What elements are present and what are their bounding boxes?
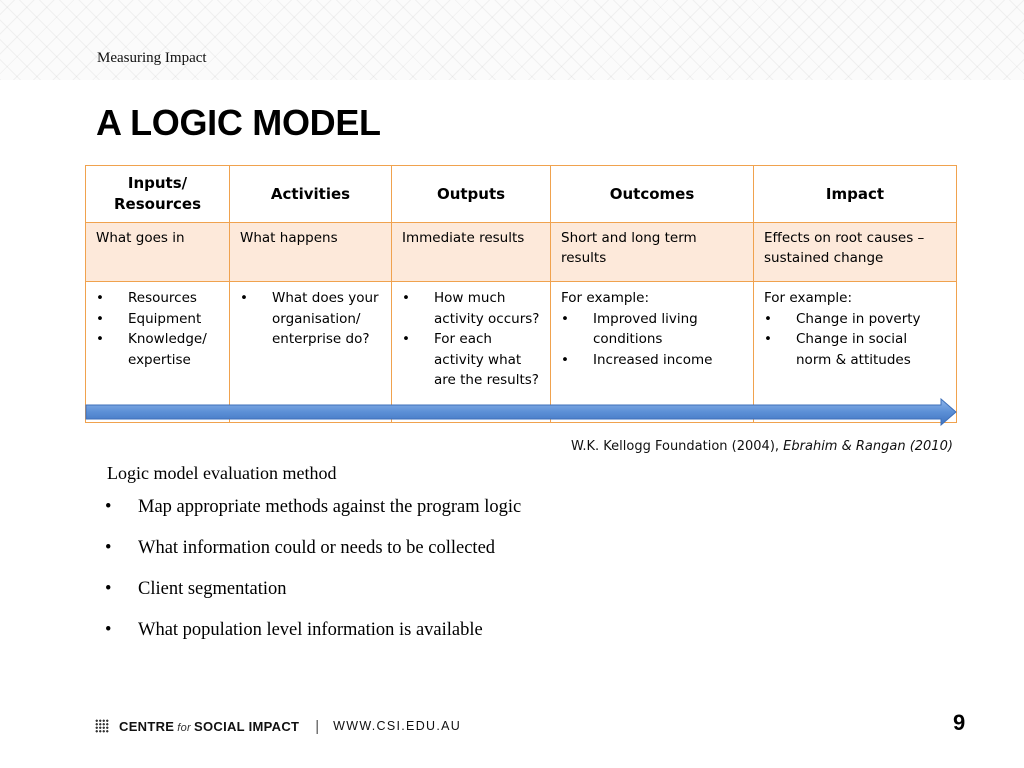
description-activities: What happens	[229, 222, 392, 282]
column-heading-outcomes: Outcomes	[550, 165, 754, 223]
evaluation-title: Logic model evaluation method	[107, 463, 337, 483]
list-item: Change in social norm & attitudes	[764, 329, 946, 370]
list-item: Knowledge/ expertise	[96, 329, 219, 370]
citation: W.K. Kellogg Foundation (2004), Ebrahim …	[571, 439, 953, 454]
citation-italic: Ebrahim & Rangan (2010)	[783, 439, 953, 454]
example-prefix: For example:	[764, 290, 853, 306]
list-item: What information could or needs to be co…	[105, 535, 521, 576]
list-item: Client segmentation	[105, 576, 521, 617]
list-item: Increased income	[561, 350, 743, 371]
page-number: 9	[953, 710, 966, 735]
brand-post: SOCIAL IMPACT	[194, 718, 300, 734]
list-item: Change in poverty	[764, 309, 946, 330]
header-pattern	[0, 0, 1024, 80]
progression-arrow	[85, 398, 957, 426]
logic-model-detail-row: Resources Equipment Knowledge/ expertise…	[85, 281, 957, 423]
column-heading-impact: Impact	[753, 165, 957, 223]
slide-title: A LOGIC MODEL	[96, 102, 381, 143]
list-item: How much activity occurs?	[402, 288, 540, 329]
description-impact: Effects on root causes – sustained chang…	[753, 222, 957, 282]
detail-outputs: How much activity occurs? For each activ…	[391, 281, 551, 423]
logic-model-description-row: What goes in What happens Immediate resu…	[85, 222, 957, 282]
logic-model-header-row: Inputs/ Resources Activities Outputs Out…	[85, 165, 957, 223]
column-heading-activities: Activities	[229, 165, 392, 223]
detail-outcomes: For example: Improved living conditions …	[550, 281, 754, 423]
description-outcomes: Short and long term results	[550, 222, 754, 282]
example-prefix: For example:	[561, 290, 650, 306]
list-item: What does your organisation/ enterprise …	[240, 288, 381, 350]
footer-separator: |	[315, 717, 320, 735]
list-item: What population level information is ava…	[105, 617, 521, 658]
detail-activities: What does your organisation/ enterprise …	[229, 281, 392, 423]
list-item: Improved living conditions	[561, 309, 743, 350]
logic-model-table: Inputs/ Resources Activities Outputs Out…	[85, 165, 957, 423]
list-item: For each activity what are the results?	[402, 329, 540, 391]
csi-logo-icon	[95, 719, 109, 733]
evaluation-list: Map appropriate methods against the prog…	[105, 494, 521, 658]
description-inputs: What goes in	[85, 222, 230, 282]
detail-impact: For example: Change in poverty Change in…	[753, 281, 957, 423]
detail-inputs: Resources Equipment Knowledge/ expertise	[85, 281, 230, 423]
section-label: Measuring Impact	[97, 50, 207, 66]
column-heading-inputs: Inputs/ Resources	[85, 165, 230, 223]
list-item: Map appropriate methods against the prog…	[105, 494, 521, 535]
citation-main: W.K. Kellogg Foundation (2004),	[571, 439, 784, 454]
brand-pre: CENTRE	[119, 718, 175, 734]
brand-for: for	[177, 721, 191, 734]
list-item: Equipment	[96, 309, 219, 330]
website-url: WWW.CSI.EDU.AU	[333, 719, 462, 733]
list-item: Resources	[96, 288, 219, 309]
column-heading-outputs: Outputs	[391, 165, 551, 223]
description-outputs: Immediate results	[391, 222, 551, 282]
